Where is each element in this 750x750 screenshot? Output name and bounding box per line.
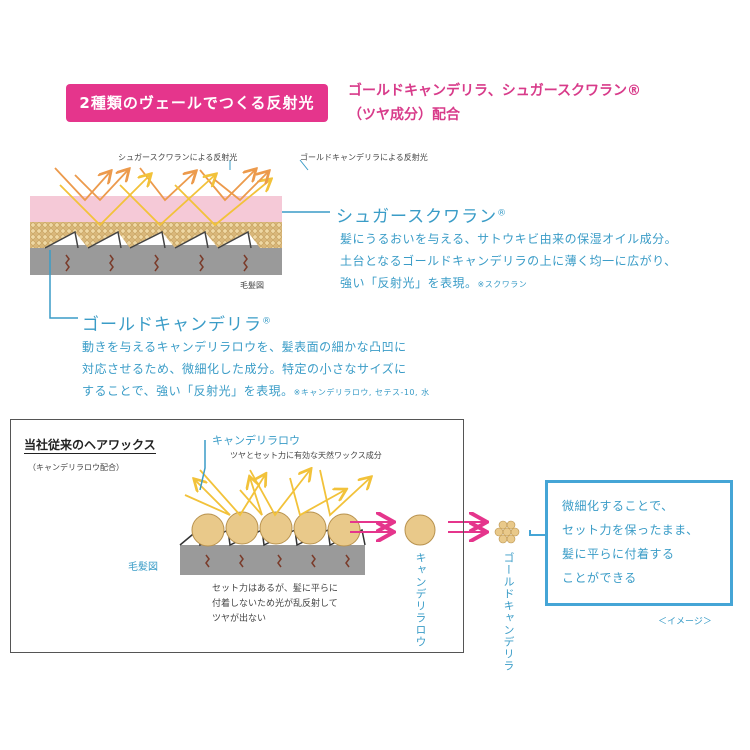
squalane-layer — [30, 196, 282, 222]
candelilla-line3: することで、強い「反射光」を表現。 — [82, 384, 294, 398]
header-pill: 2種類のヴェールでつくる反射光 — [66, 84, 328, 122]
candelilla-note: ※キャンデリラロウ, セテス-10, 水 — [293, 388, 430, 397]
squalane-mark: ® — [497, 208, 508, 219]
conventional-wax-box — [10, 419, 464, 653]
candelilla-line2: 対応させるため、微細化した成分。特定の小さなサイズに — [82, 362, 407, 376]
conventional-note: セット力はあるが、髪に平らに 付着しないため光が乱反射して ツヤが出ない — [212, 582, 338, 627]
reflection-arrows-top — [54, 168, 270, 227]
squalane-line3: 強い「反射光」を表現。 — [340, 276, 478, 290]
conventional-title: 当社従来のヘアワックス — [24, 438, 156, 454]
conventional-note-line2: 付着しないため光が乱反射して — [212, 599, 338, 609]
wax-particle-large — [404, 514, 436, 546]
header-title-line2: （ツヤ成分）配合 — [348, 107, 460, 123]
transition-arrows — [350, 522, 485, 532]
candelilla-title-text: ゴールドキャンデリラ — [82, 315, 262, 335]
header-title-line1: ゴールドキャンデリラ、シュガースクワラン® — [348, 83, 642, 99]
benefit-line1: 微細化することで、 — [562, 499, 674, 513]
image-note: ＜イメージ＞ — [658, 617, 712, 627]
hair-label-top: 毛髪図 — [240, 281, 264, 290]
candelilla-title: ゴールドキャンデリラ® — [82, 310, 272, 335]
gold-vertical-label: ゴールドキャンデリラ — [502, 552, 515, 672]
benefit-line3: 髪に平らに付着する — [562, 547, 675, 561]
squalane-note: ※スクワラン — [477, 280, 528, 289]
benefit-text: 微細化することで、 セット力を保ったまま、 髪に平らに付着する ことができる — [562, 494, 699, 590]
conventional-note-line1: セット力はあるが、髪に平らに — [212, 584, 338, 594]
squalane-line2: 土台となるゴールドキャンデリラの上に薄く均一に広がり、 — [340, 254, 677, 268]
conventional-note-line3: ツヤが出ない — [212, 614, 267, 624]
candelilla-mark: ® — [262, 316, 272, 327]
squalane-line1: 髪にうるおいを与える、サトウキビ由来の保湿オイル成分。 — [340, 232, 678, 246]
squalane-desc: 髪にうるおいを与える、サトウキビ由来の保湿オイル成分。 土台となるゴールドキャン… — [340, 228, 740, 296]
label-candelilla-reflection: ゴールドキャンデリラによる反射光 — [300, 153, 428, 162]
hair-layer-top — [30, 196, 282, 275]
wax-label: キャンデリラロウ — [212, 434, 300, 447]
wax-vertical-label: キャンデリラロウ — [414, 552, 427, 648]
benefit-line2: セット力を保ったまま、 — [562, 523, 699, 537]
hair-label-bottom: 毛髪図 — [128, 562, 158, 573]
conventional-subtitle: （キャンデリラロウ配合） — [28, 463, 124, 472]
squalane-title-text: シュガースクワラン — [336, 207, 498, 227]
benefit-line4: ことができる — [562, 571, 637, 585]
candelilla-line1: 動きを与えるキャンデリラロウを、髪表面の細かな凸凹に — [82, 340, 407, 354]
gold-particle-cluster — [494, 520, 520, 544]
wax-desc: ツヤとセット力に有効な天然ワックス成分 — [230, 451, 382, 460]
squalane-title: シュガースクワラン® — [336, 202, 507, 227]
scatter-arrows — [184, 470, 370, 517]
benefit-box — [545, 480, 733, 606]
candelilla-desc: 動きを与えるキャンデリラロウを、髪表面の細かな凸凹に 対応させるため、微細化した… — [82, 336, 502, 404]
label-squalane-reflection: シュガースクワランによる反射光 — [118, 153, 238, 162]
